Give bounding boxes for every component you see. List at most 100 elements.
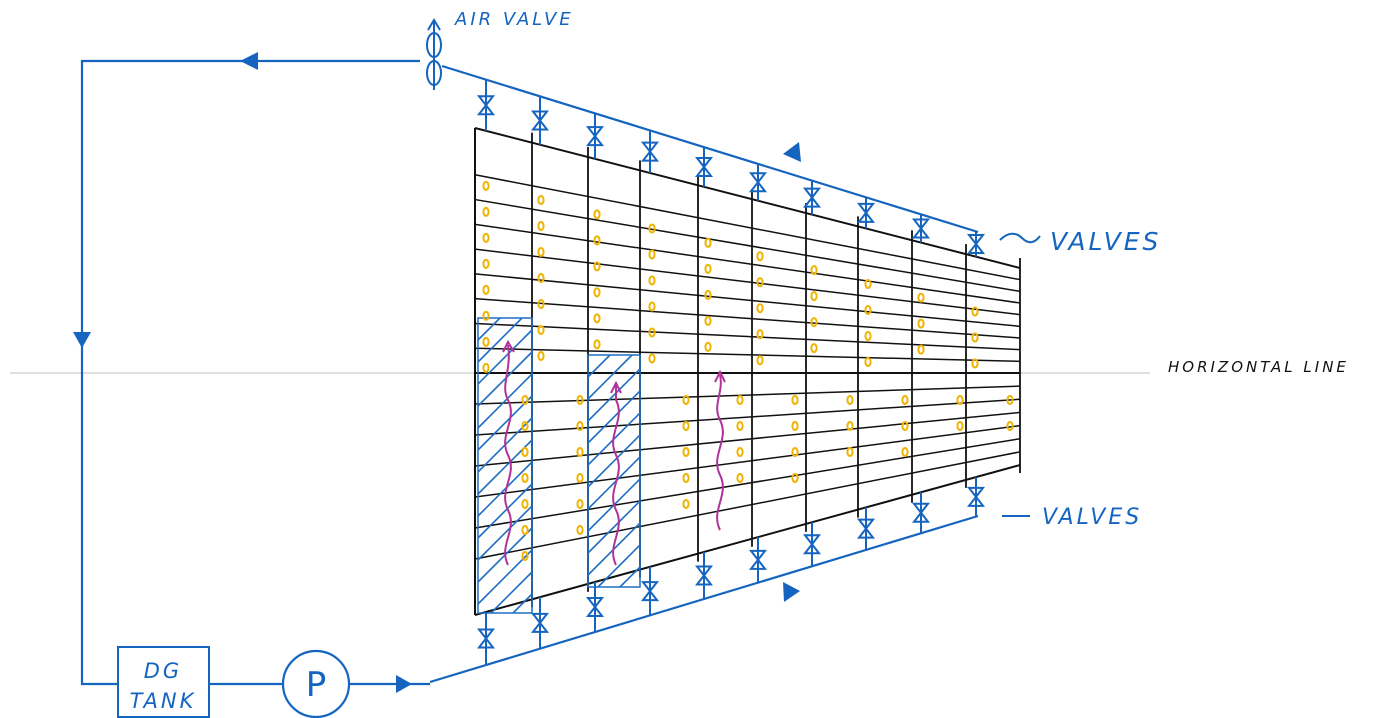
- nozzle: [537, 272, 545, 283]
- nozzle: [901, 395, 909, 405]
- valve-icon: [856, 507, 876, 550]
- valve-icon: [911, 214, 931, 243]
- heat-wave-1: [504, 344, 512, 566]
- air-valve-icon: [426, 18, 442, 90]
- flow-arrow-top-left: [240, 52, 258, 70]
- nozzle: [901, 447, 909, 457]
- nozzle: [810, 317, 818, 328]
- nozzle: [864, 330, 872, 341]
- nozzle: [482, 284, 490, 295]
- hatch-stroke: [587, 390, 641, 444]
- nozzle: [537, 246, 545, 257]
- hatch-stroke: [477, 373, 533, 429]
- dg-tank: DG TANK: [117, 646, 210, 718]
- nozzle: [648, 327, 656, 338]
- nozzle: [576, 395, 584, 405]
- hatch-stroke: [587, 354, 633, 400]
- nozzle: [482, 310, 490, 321]
- nozzle: [864, 278, 872, 289]
- nozzles: [482, 180, 1014, 561]
- nozzle: [864, 356, 872, 367]
- valve-icon: [530, 597, 550, 649]
- nozzle: [593, 313, 601, 324]
- nozzle: [791, 421, 799, 431]
- flow-arrow-bottom-header: [783, 582, 800, 602]
- nozzle: [648, 249, 656, 260]
- nozzle: [791, 473, 799, 483]
- valve-icon: [748, 163, 768, 201]
- hatch-stroke: [490, 571, 533, 614]
- nozzle: [791, 447, 799, 457]
- heat-wave-2: [612, 385, 620, 566]
- nozzle: [704, 263, 712, 274]
- nozzle: [593, 261, 601, 272]
- valve-icon: [966, 231, 986, 257]
- nozzle: [736, 421, 744, 431]
- air-valve-label: AIR VALVE: [454, 9, 574, 30]
- nozzle: [648, 353, 656, 364]
- flow-arrow-left-down: [73, 332, 91, 348]
- panel-row-line: [474, 297, 1021, 339]
- nozzle: [482, 232, 490, 243]
- nozzle: [901, 421, 909, 431]
- panel-row-line: [474, 174, 1021, 281]
- nozzle: [648, 275, 656, 286]
- valve-icon: [802, 522, 822, 567]
- nozzle: [482, 362, 490, 373]
- hatch-stroke: [477, 483, 533, 539]
- nozzle: [736, 447, 744, 457]
- nozzle: [971, 332, 979, 343]
- flow-arrow-pump-out: [396, 675, 412, 693]
- hatch-stroke: [587, 500, 641, 554]
- nozzle: [521, 421, 529, 431]
- nozzle: [648, 223, 656, 234]
- hatch-stroke: [477, 461, 533, 517]
- pump-label: P: [306, 665, 327, 705]
- nozzle: [956, 421, 964, 431]
- bottom-valves: [476, 477, 986, 666]
- hatch-stroke: [477, 395, 533, 451]
- nozzle: [682, 395, 690, 405]
- hatch-stroke: [587, 354, 611, 378]
- nozzle: [576, 525, 584, 535]
- nozzle: [791, 395, 799, 405]
- panel-row-line: [474, 451, 1021, 560]
- valve-icon: [802, 180, 822, 215]
- hatch-stroke: [587, 434, 641, 488]
- nozzle: [576, 499, 584, 509]
- nozzle: [521, 525, 529, 535]
- hatch-stroke: [587, 368, 641, 422]
- hatch-stroke: [597, 544, 641, 588]
- nozzle: [593, 235, 601, 246]
- nozzle: [704, 341, 712, 352]
- valve-icon: [530, 96, 550, 145]
- valve-icon: [694, 551, 714, 599]
- valves-bottom-label: VALVES: [1042, 505, 1142, 530]
- nozzle: [593, 209, 601, 220]
- horizontal-line-label: HORIZONTAL LINE: [1168, 358, 1349, 376]
- hatched-panel-center: [587, 354, 641, 588]
- valve-icon: [640, 566, 660, 616]
- nozzle: [756, 251, 764, 262]
- nozzle: [846, 421, 854, 431]
- panel-row-line: [474, 198, 1021, 293]
- valves-top-label: VALVES: [1050, 227, 1161, 256]
- nozzle: [704, 315, 712, 326]
- panel-row-line: [474, 347, 1021, 363]
- valve-icon: [476, 79, 496, 131]
- nozzle: [917, 344, 925, 355]
- panel-row-line: [474, 248, 1021, 316]
- nozzle: [521, 473, 529, 483]
- nozzle: [521, 395, 529, 405]
- nozzle: [917, 292, 925, 303]
- valves-top-tilde: [999, 232, 1041, 244]
- hatch-stroke: [587, 456, 641, 510]
- nozzle: [956, 395, 964, 405]
- nozzle: [1006, 421, 1014, 431]
- nozzle: [1006, 395, 1014, 405]
- panel-row-line: [474, 411, 1021, 467]
- nozzle: [576, 473, 584, 483]
- tank-label-line1: DG: [144, 659, 182, 683]
- nozzle: [593, 287, 601, 298]
